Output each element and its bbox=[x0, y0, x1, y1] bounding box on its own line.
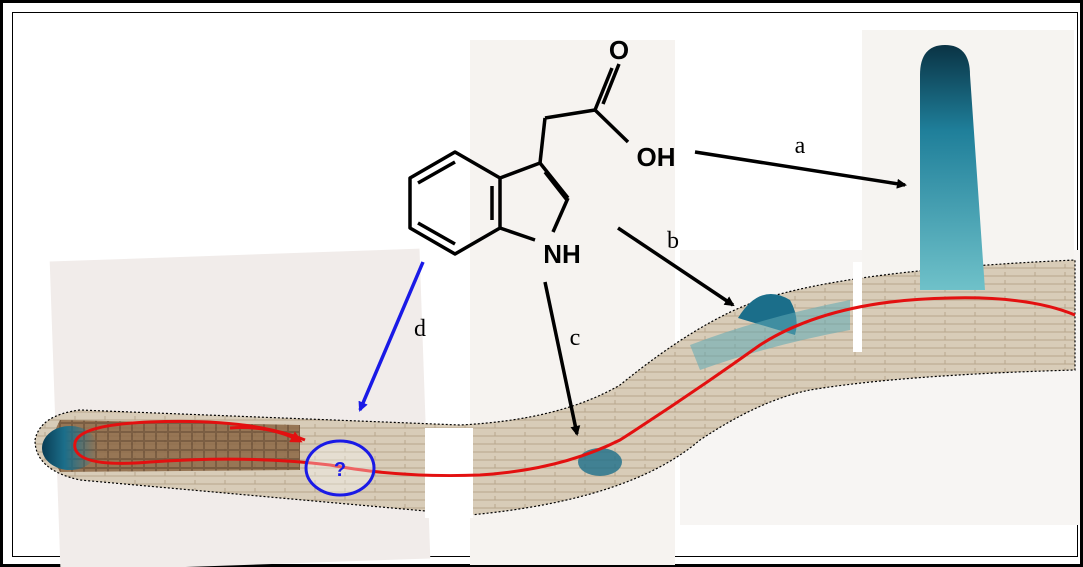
root-tip-stain bbox=[42, 426, 98, 470]
label-b: b bbox=[667, 228, 679, 254]
arrow-c bbox=[543, 281, 581, 436]
arrow-a bbox=[694, 150, 907, 189]
atom-nitrogen: NH bbox=[543, 239, 581, 269]
atom-oxygen: O bbox=[609, 35, 629, 65]
arrow-b bbox=[617, 226, 735, 307]
primordium-stain bbox=[578, 448, 622, 476]
vascular-stain bbox=[690, 300, 850, 370]
iaa-structure bbox=[408, 63, 630, 256]
panel-seam-1 bbox=[425, 428, 473, 518]
atom-hydroxyl: OH bbox=[637, 142, 676, 172]
root-hair bbox=[920, 45, 985, 290]
arrow-d bbox=[358, 261, 425, 412]
label-c: c bbox=[570, 325, 581, 351]
unknown-site-circle bbox=[304, 439, 376, 497]
label-a: a bbox=[795, 133, 806, 159]
label-d: d bbox=[414, 316, 426, 342]
auxin-flow-line bbox=[73, 296, 1076, 478]
unknown-site-label: ? bbox=[334, 459, 346, 481]
micrograph-tip bbox=[49, 248, 431, 567]
auxin-flow-arrow bbox=[229, 426, 303, 443]
